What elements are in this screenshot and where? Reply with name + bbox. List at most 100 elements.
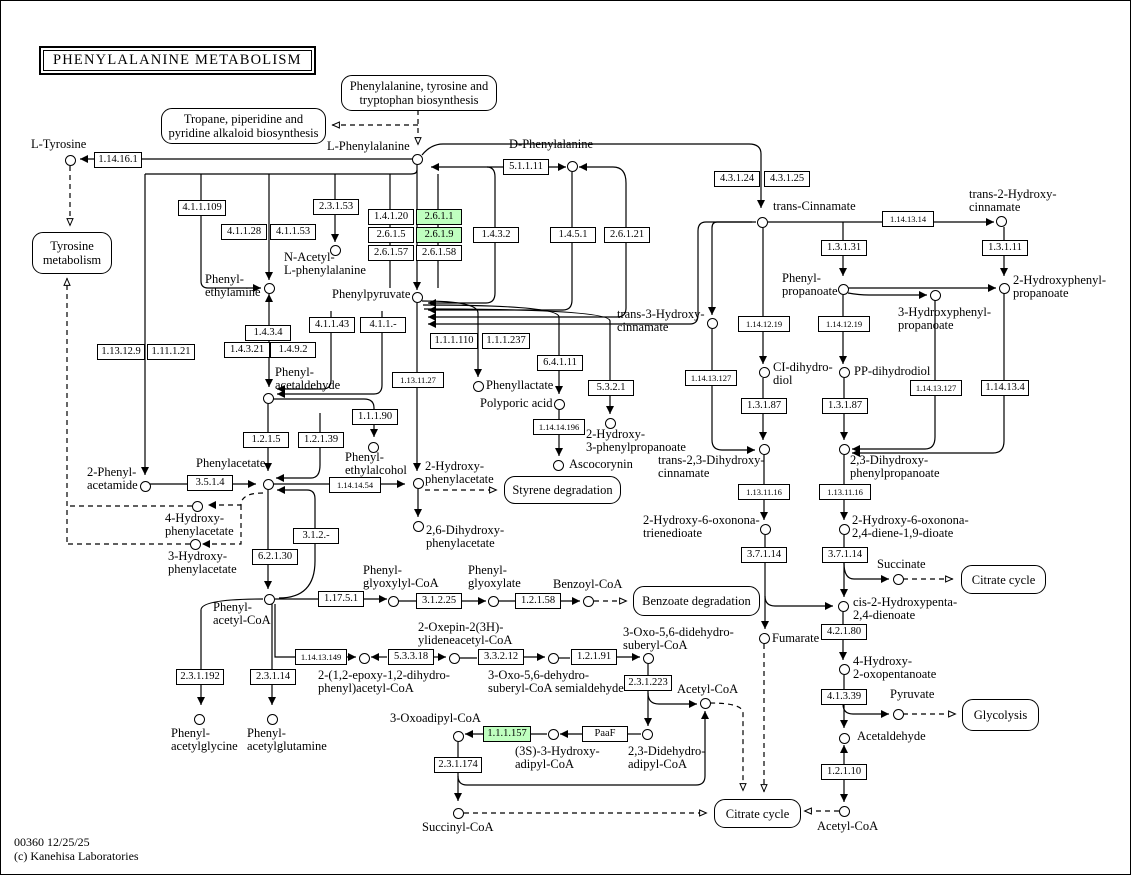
compound-node[interactable] — [547, 728, 559, 740]
compound-node[interactable] — [604, 417, 616, 429]
enzyme-box-4-1-1-53[interactable]: 4.1.1.53 — [270, 224, 316, 240]
compound-node[interactable] — [262, 392, 274, 404]
compound-node[interactable] — [759, 523, 771, 535]
compound-node[interactable] — [838, 663, 850, 675]
compound-node[interactable] — [139, 480, 151, 492]
compound-node[interactable] — [837, 600, 849, 612]
compound-node[interactable] — [998, 282, 1010, 294]
compound-node[interactable] — [193, 713, 205, 725]
pathway-link-tropane-piperidine-and-pyridine-alkaloid-biosynthesis[interactable]: Tropane, piperidine and pyridine alkaloi… — [161, 108, 326, 144]
enzyme-box-3-7-1-14[interactable]: 3.7.1.14 — [822, 547, 868, 563]
enzyme-box-1-4-9-2[interactable]: 1.4.9.2 — [270, 342, 316, 358]
compound-node[interactable] — [189, 538, 201, 550]
enzyme-box-paaf[interactable]: PaaF — [582, 726, 628, 742]
enzyme-box-1-14-13-127[interactable]: 1.14.13.127 — [685, 370, 737, 386]
compound-node[interactable] — [756, 216, 768, 228]
compound-node[interactable] — [262, 478, 274, 490]
enzyme-box-1-14-12-19[interactable]: 1.14.12.19 — [818, 316, 870, 332]
compound-node[interactable] — [758, 632, 770, 644]
enzyme-box-1-3-1-87[interactable]: 1.3.1.87 — [822, 398, 868, 414]
compound-node[interactable] — [487, 595, 499, 607]
compound-node[interactable] — [191, 500, 203, 512]
compound-node[interactable] — [758, 366, 770, 378]
enzyme-box-3-5-1-4[interactable]: 3.5.1.4 — [187, 475, 233, 491]
enzyme-box-2-3-1-174[interactable]: 2.3.1.174 — [434, 757, 482, 773]
compound-node[interactable] — [547, 652, 559, 664]
enzyme-box-1-14-16-1[interactable]: 1.14.16.1 — [94, 152, 142, 168]
enzyme-box-1-14-13-4[interactable]: 1.14.13.4 — [981, 380, 1029, 396]
enzyme-box-4-1-1-43[interactable]: 4.1.1.43 — [309, 317, 355, 333]
compound-node[interactable] — [452, 730, 464, 742]
enzyme-box-1-13-11-16[interactable]: 1.13.11.16 — [819, 484, 871, 500]
compound-node[interactable] — [329, 244, 341, 256]
enzyme-box-4-1-1[interactable]: 4.1.1.- — [360, 317, 406, 333]
enzyme-box-2-6-1-9[interactable]: 2.6.1.9 — [416, 227, 462, 243]
compound-node[interactable] — [642, 652, 654, 664]
enzyme-box-1-3-1-11[interactable]: 1.3.1.11 — [982, 240, 1028, 256]
enzyme-box-1-14-14-196[interactable]: 1.14.14.196 — [533, 419, 585, 435]
enzyme-box-4-1-1-28[interactable]: 4.1.1.28 — [221, 224, 267, 240]
enzyme-box-1-2-1-39[interactable]: 1.2.1.39 — [298, 432, 344, 448]
compound-node[interactable] — [566, 160, 578, 172]
compound-node[interactable] — [358, 652, 370, 664]
compound-node[interactable] — [412, 477, 424, 489]
compound-node[interactable] — [838, 732, 850, 744]
enzyme-box-1-11-1-21[interactable]: 1.11.1.21 — [147, 344, 195, 360]
enzyme-box-1-4-3-21[interactable]: 1.4.3.21 — [224, 342, 270, 358]
enzyme-box-3-3-2-12[interactable]: 3.3.2.12 — [478, 649, 524, 665]
compound-node[interactable] — [699, 697, 711, 709]
enzyme-box-3-7-1-14[interactable]: 3.7.1.14 — [741, 547, 787, 563]
enzyme-box-1-1-1-157[interactable]: 1.1.1.157 — [483, 726, 531, 742]
compound-node[interactable] — [263, 593, 275, 605]
compound-node[interactable] — [472, 380, 484, 392]
enzyme-box-1-2-1-91[interactable]: 1.2.1.91 — [571, 649, 617, 665]
pathway-link-phenylalanine-tyrosine-and-tryptophan-biosynthesis[interactable]: Phenylalanine, tyrosine and tryptophan b… — [341, 75, 497, 111]
enzyme-box-2-6-1-1[interactable]: 2.6.1.1 — [416, 209, 462, 225]
compound-node[interactable] — [837, 283, 849, 295]
compound-node[interactable] — [582, 595, 594, 607]
compound-node[interactable] — [448, 652, 460, 664]
compound-node[interactable] — [838, 523, 850, 535]
compound-node[interactable] — [706, 317, 718, 329]
enzyme-box-1-14-13-149[interactable]: 1.14.13.149 — [295, 649, 347, 665]
enzyme-box-1-3-1-31[interactable]: 1.3.1.31 — [821, 240, 867, 256]
enzyme-box-1-17-5-1[interactable]: 1.17.5.1 — [318, 591, 364, 607]
enzyme-box-2-3-1-53[interactable]: 2.3.1.53 — [313, 199, 359, 215]
enzyme-box-2-3-1-223[interactable]: 2.3.1.223 — [624, 675, 672, 691]
enzyme-box-1-14-13-14[interactable]: 1.14.13.14 — [882, 211, 934, 227]
compound-node[interactable] — [838, 805, 850, 817]
enzyme-box-1-1-1-237[interactable]: 1.1.1.237 — [482, 333, 530, 349]
enzyme-box-1-14-13-127[interactable]: 1.14.13.127 — [910, 380, 962, 396]
compound-node[interactable] — [892, 708, 904, 720]
compound-node[interactable] — [64, 154, 76, 166]
compound-node[interactable] — [758, 443, 770, 455]
compound-node[interactable] — [892, 573, 904, 585]
enzyme-box-1-2-1-58[interactable]: 1.2.1.58 — [515, 593, 561, 609]
compound-node[interactable] — [553, 398, 565, 410]
compound-node[interactable] — [411, 291, 423, 303]
pathway-link-citrate-cycle[interactable]: Citrate cycle — [714, 799, 801, 828]
enzyme-box-2-6-1-57[interactable]: 2.6.1.57 — [368, 245, 414, 261]
pathway-link-benzoate-degradation[interactable]: Benzoate degradation — [633, 586, 760, 616]
enzyme-box-2-6-1-58[interactable]: 2.6.1.58 — [416, 245, 462, 261]
enzyme-box-4-2-1-80[interactable]: 4.2.1.80 — [821, 624, 867, 640]
enzyme-box-5-1-1-11[interactable]: 5.1.1.11 — [503, 159, 549, 175]
enzyme-box-1-4-1-20[interactable]: 1.4.1.20 — [368, 209, 414, 225]
enzyme-box-1-1-1-110[interactable]: 1.1.1.110 — [430, 333, 478, 349]
enzyme-box-2-6-1-21[interactable]: 2.6.1.21 — [604, 227, 650, 243]
compound-node[interactable] — [367, 441, 379, 453]
enzyme-box-1-3-1-87[interactable]: 1.3.1.87 — [741, 398, 787, 414]
enzyme-box-3-1-2-25[interactable]: 3.1.2.25 — [416, 593, 462, 609]
pathway-link-citrate-cycle[interactable]: Citrate cycle — [961, 565, 1046, 594]
enzyme-box-5-3-3-18[interactable]: 5.3.3.18 — [388, 649, 434, 665]
compound-node[interactable] — [452, 807, 464, 819]
enzyme-box-1-4-3-2[interactable]: 1.4.3.2 — [473, 227, 519, 243]
enzyme-box-1-13-12-9[interactable]: 1.13.12.9 — [97, 344, 145, 360]
enzyme-box-4-1-3-39[interactable]: 4.1.3.39 — [821, 689, 867, 705]
enzyme-box-2-3-1-192[interactable]: 2.3.1.192 — [176, 669, 224, 685]
compound-node[interactable] — [266, 713, 278, 725]
enzyme-box-2-3-1-14[interactable]: 2.3.1.14 — [250, 669, 296, 685]
compound-node[interactable] — [552, 459, 564, 471]
enzyme-box-4-3-1-25[interactable]: 4.3.1.25 — [764, 171, 810, 187]
enzyme-box-1-14-12-19[interactable]: 1.14.12.19 — [738, 316, 790, 332]
